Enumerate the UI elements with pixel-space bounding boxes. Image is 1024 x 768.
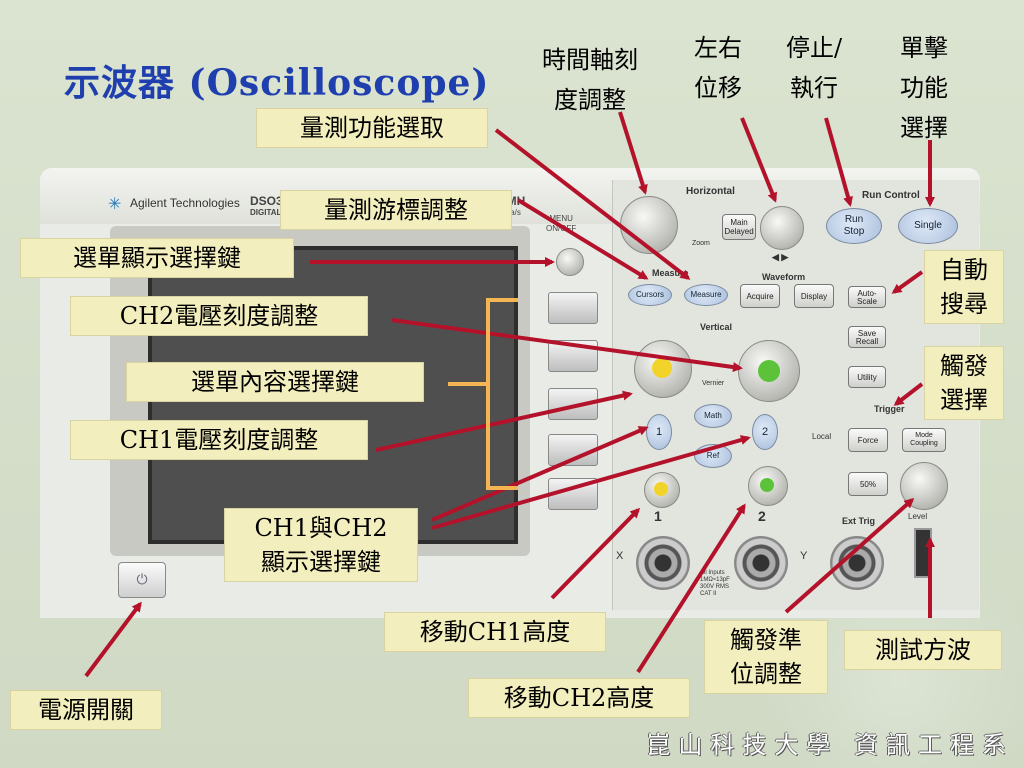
ch2-position-knob[interactable] <box>748 466 788 506</box>
arrow-ch2-display <box>431 435 751 530</box>
arrow-auto-search <box>891 270 924 294</box>
main-delayed-button[interactable]: Main Delayed <box>722 214 756 240</box>
label-trigger-level: 觸發準 位調整 <box>704 620 828 694</box>
ch1-bnc-connector[interactable] <box>636 536 690 590</box>
waveform-group-label: Waveform <box>762 272 806 282</box>
x-label: X <box>616 550 624 562</box>
brand-name: Agilent Technologies <box>130 196 240 210</box>
vertical-group-label: Vertical <box>700 322 733 332</box>
label-measure-select: 量測功能選取 <box>256 108 488 148</box>
arrow-shift-lr <box>740 117 778 203</box>
ext-trig-label: Ext Trig <box>842 516 876 526</box>
position-arrows-icon: ◀ ▶ <box>772 252 789 262</box>
arrow-measure-select <box>494 128 691 280</box>
label-menu-content: 選單內容選擇鍵 <box>126 362 424 402</box>
display-button[interactable]: Display <box>794 284 834 308</box>
arrow-ch2-volt <box>391 318 743 372</box>
power-button[interactable]: ⏻ <box>118 562 166 598</box>
auto-scale-button[interactable]: Auto- Scale <box>848 286 886 308</box>
softkey-1-button[interactable] <box>548 292 598 324</box>
utility-button[interactable]: Utility <box>848 366 886 388</box>
arrow-cursor-adjust <box>516 198 649 280</box>
label-move-ch1: 移動CH1高度 <box>384 612 606 652</box>
level-label: Level <box>908 512 928 521</box>
arrow-time-scale <box>618 111 648 195</box>
acquire-button[interactable]: Acquire <box>740 284 780 308</box>
ch2-bnc-connector[interactable] <box>734 536 788 590</box>
digital-label: DIGITAL <box>250 208 282 217</box>
ch1-number: 1 <box>654 508 662 524</box>
horizontal-group-label: Horizontal <box>686 186 735 197</box>
trigger-group-label: Trigger <box>874 404 905 414</box>
label-ch-display: CH1與CH2 顯示選擇鍵 <box>224 508 418 582</box>
label-stop-run: 停止/ 執行 <box>786 34 843 102</box>
slide-title: 示波器 (Oscilloscope) <box>64 62 490 105</box>
label-shift-lr: 左右 位移 <box>694 34 742 102</box>
save-recall-button[interactable]: Save Recall <box>848 326 886 348</box>
horizontal-scale-knob[interactable] <box>620 196 678 254</box>
arrow-trigger-select <box>893 382 924 406</box>
arrow-move-ch2 <box>636 503 746 674</box>
label-power: 電源開關 <box>10 690 162 730</box>
label-ch1-volt: CH1電壓刻度調整 <box>70 420 368 460</box>
arrow-trigger-level <box>784 498 915 614</box>
label-move-ch2: 移動CH2高度 <box>468 678 690 718</box>
vernier-label: Vernier <box>702 380 725 387</box>
measure-group-label: Measure <box>652 268 689 278</box>
model-name: DSO3 DIGITAL <box>250 194 283 217</box>
force-button[interactable]: Force <box>848 428 888 452</box>
measure-button[interactable]: Measure <box>684 284 728 306</box>
horizontal-position-knob[interactable] <box>760 206 804 250</box>
softkey-bracket <box>448 298 518 490</box>
ch2-display-button[interactable]: 2 <box>752 414 778 450</box>
arrow-power <box>84 601 142 678</box>
math-button[interactable]: Math <box>694 404 732 428</box>
label-auto-search: 自動 搜尋 <box>924 250 1004 324</box>
local-label: Local <box>812 432 832 441</box>
ch1-volts-div-knob[interactable] <box>634 340 692 398</box>
agilent-logo-icon: ✳ <box>108 194 122 213</box>
power-icon: ⏻ <box>136 572 148 588</box>
label-cursor-adjust: 量測游標調整 <box>280 190 512 230</box>
label-ch2-volt: CH2電壓刻度調整 <box>70 296 368 336</box>
ch2-number: 2 <box>758 508 766 524</box>
menu-onoff-button[interactable] <box>556 248 584 276</box>
label-time-scale: 時間軸刻 度調整 <box>542 46 638 114</box>
mode-coupling-button[interactable]: Mode Coupling <box>902 428 946 452</box>
arrow-stop-run <box>824 117 853 207</box>
label-trigger-select: 觸發 選擇 <box>924 346 1004 420</box>
arrow-move-ch1 <box>550 507 641 600</box>
run-control-group-label: Run Control <box>862 190 920 201</box>
y-label: Y <box>800 550 808 562</box>
ch1-position-knob[interactable] <box>644 472 680 508</box>
footer-institution: 崑山科技大學 資訊工程系 <box>646 731 1014 759</box>
fifty-percent-button[interactable]: 50% <box>848 472 888 496</box>
arrow-ch1-display <box>431 426 649 522</box>
run-stop-button[interactable]: Run Stop <box>826 208 882 244</box>
zoom-label: Zoom <box>692 240 710 247</box>
label-single: 單擊 功能 選擇 <box>900 34 948 142</box>
label-test-wave: 測試方波 <box>844 630 1002 670</box>
label-menu-display: 選單顯示選擇鍵 <box>20 238 294 278</box>
arrow-ch1-volt <box>375 390 633 452</box>
cursors-button[interactable]: Cursors <box>628 284 672 306</box>
single-button[interactable]: Single <box>898 208 958 244</box>
model-number: DSO3 <box>250 194 283 208</box>
ref-button[interactable]: Ref <box>694 444 732 468</box>
